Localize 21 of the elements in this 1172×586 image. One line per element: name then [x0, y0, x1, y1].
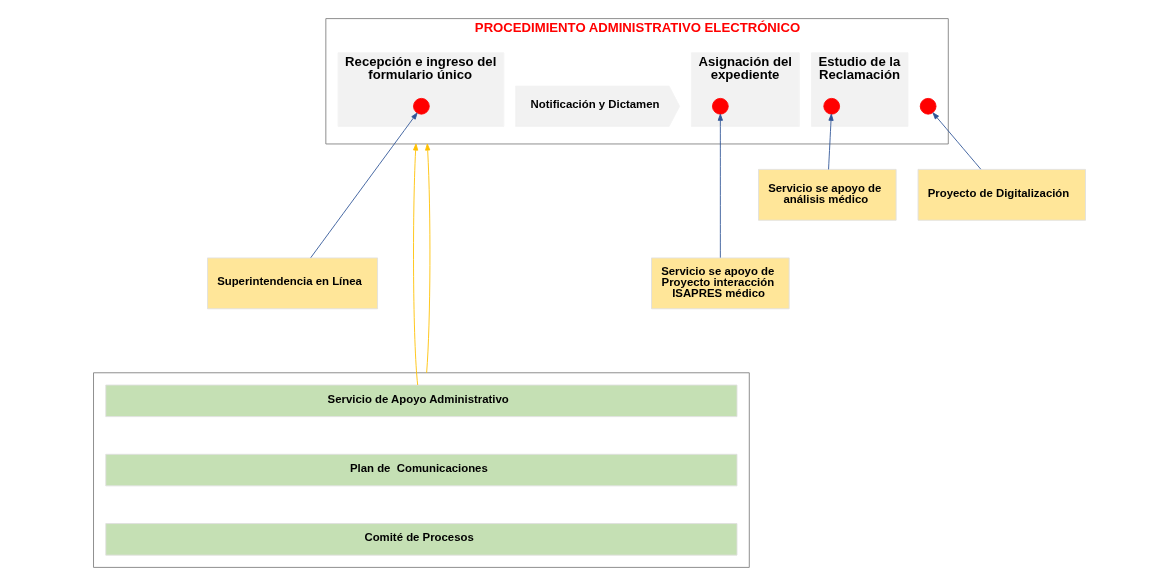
arrow — [310, 112, 418, 259]
cluster: Recepción e ingreso del formulario único — [337, 52, 505, 127]
node-box: Proyecto de Digitalización — [917, 168, 1086, 221]
node-circle — [919, 97, 937, 115]
node-circle — [712, 97, 729, 115]
arrow — [717, 113, 723, 259]
node-box: Comité de Procesos — [105, 523, 738, 556]
arrow — [413, 143, 419, 386]
node-circle — [823, 97, 841, 115]
cluster: Asignación del expediente — [690, 52, 800, 127]
arrow — [932, 112, 982, 170]
node-box: Plan de Comunicaciones — [105, 453, 738, 487]
arrow — [828, 113, 834, 170]
node-box: Servicio se apoyo de análisis médico — [758, 168, 897, 221]
arrow — [425, 143, 431, 374]
node-box: Servicio de Apoyo Administrativo — [105, 384, 738, 418]
cluster: Estudio de la Reclamación — [811, 52, 909, 127]
node-circle — [413, 97, 430, 115]
cluster — [93, 372, 750, 568]
node-box: Servicio se apoyo de Proyecto interacción ISAPRES médico — [651, 257, 790, 310]
node-box: Superintendencia en Línea — [207, 257, 378, 310]
